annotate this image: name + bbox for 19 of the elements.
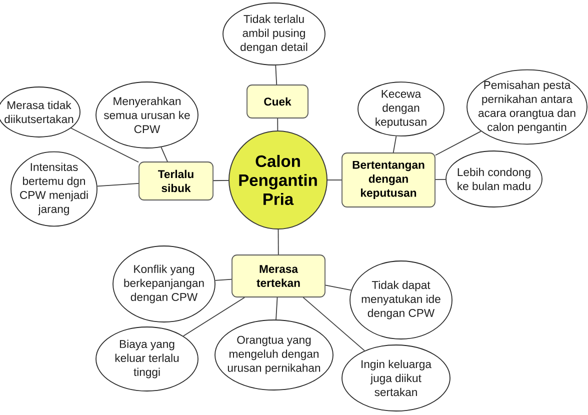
connector-line — [160, 146, 168, 162]
connector-line — [96, 183, 139, 187]
connector-line — [276, 297, 278, 320]
connector-line — [70, 128, 139, 163]
topic-box: Terlalu sibuk — [138, 162, 214, 200]
connector-line — [275, 64, 278, 85]
connector-line — [278, 229, 279, 255]
topic-box: Bertentangan dengan keputusan — [342, 152, 436, 208]
connector-line — [325, 284, 352, 291]
connector-line — [213, 180, 229, 182]
connector-line — [302, 297, 365, 352]
connector-line — [214, 278, 232, 281]
connector-line — [435, 130, 482, 156]
topic-box: Merasa tertekan — [232, 254, 326, 298]
connector-line — [435, 179, 446, 180]
topic-box: Cuek — [246, 84, 308, 118]
connector-line — [277, 118, 278, 131]
connector-line — [392, 136, 397, 153]
connector-line — [182, 297, 245, 336]
